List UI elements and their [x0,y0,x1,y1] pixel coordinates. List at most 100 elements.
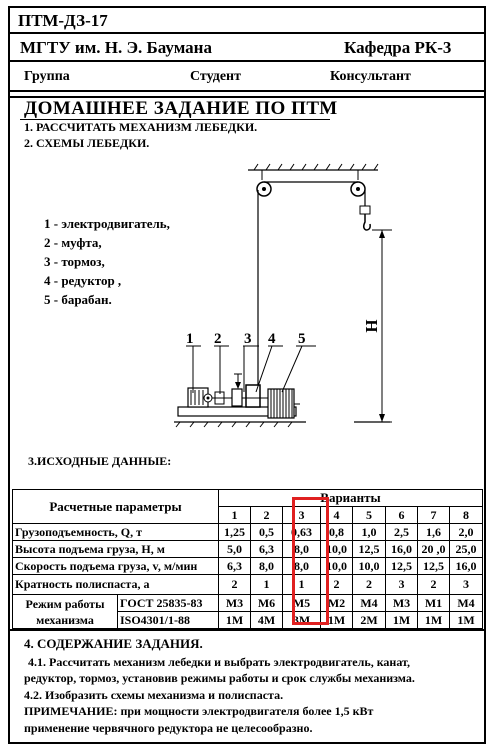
table-cell: М3 [385,594,418,612]
floor-line [174,421,390,428]
table-cell: 4М [250,611,283,629]
component-legend: 1 - электродвигатель, 2 - муфта, 3 - тор… [44,214,170,309]
table-cell: М4 [352,594,386,612]
legend-item: 5 - барабан. [44,292,112,307]
table-cell: 16,0 [385,540,418,558]
table-cell: 25,0 [449,540,483,558]
page-title: ДОМАШНЕЕ ЗАДАНИЕ ПО ПТМ [24,98,338,119]
table-cell: 16,0 [449,557,483,575]
table-cell: 5,0 [218,540,251,558]
document-code: ПТМ-ДЗ-17 [18,11,108,30]
table-row: Кратность полиспаста, a 2 1 1 2 2 3 2 3 [12,574,483,595]
table-cell: 20 ,0 [417,540,450,558]
legend-item: 4 - редуктор , [44,273,122,288]
table-bottom-rule [10,629,484,631]
callout-leaders [186,345,316,394]
callout-1: 1 [186,331,194,347]
mode-label: Режим работы механизма [12,594,118,629]
table-cell: 0,5 [250,523,283,541]
row-label: Кратность полиспаста, a [12,574,219,595]
table-cell: М6 [250,594,283,612]
hook-icon [359,205,371,231]
table-cell: 1,6 [417,523,450,541]
section4-line: 4.1. Рассчитать механизм лебедки и выбра… [28,654,411,669]
table-cell: М1 [417,594,450,612]
table-cell: 3 [449,574,483,595]
header-university-row: МГТУ им. Н. Э. Баумана Кафедра РК-3 [10,34,484,62]
table-cell: 1М [449,611,483,629]
winch-schematic: H [174,163,392,428]
table-cell: 6,3 [250,540,283,558]
legend-item: 3 - тормоз, [44,254,105,269]
table-cell: 0,63 [282,523,321,541]
section4-title: 4. СОДЕРЖАНИЕ ЗАДАНИЯ. [24,636,203,651]
table-cell: 3 [385,574,418,595]
section4-note: применение червячного редуктора не целес… [24,720,313,735]
table-cell: 2 [218,574,251,595]
table-cell: 12,5 [417,557,450,575]
variant-number: 2 [250,506,283,524]
table-cell: 2,0 [449,523,483,541]
table-cell: 2 [417,574,450,595]
table-cell: 2,5 [385,523,418,541]
table-cell: 2М [352,611,386,629]
variant-numbers-row: 1 2 3 4 5 6 7 8 [13,506,483,524]
params-header: Расчетные параметры [12,489,219,524]
callout-5: 5 [298,331,306,347]
table-header-row: Расчетные параметры Варианты [12,489,483,524]
variant-number: 7 [417,506,450,524]
table-row: Высота подъема груза, H, м 5,0 6,3 8,0 1… [12,540,483,558]
table-row: Режим работы механизма ГОСТ 25835-83 М3 … [12,594,483,629]
student-label: Студент [190,69,241,84]
university-name: МГТУ им. Н. Э. Баумана [20,38,212,57]
assignment-content: 4. СОДЕРЖАНИЕ ЗАДАНИЯ. 4.1. Рассчитать м… [24,636,415,736]
table-cell: 2 [352,574,386,595]
left-pulley [256,170,272,197]
standard-label: ГОСТ 25835-83 [117,594,219,612]
callout-2: 2 [214,331,222,347]
parameters-table: Расчетные параметры Варианты 1 2 3 4 5 6… [12,489,483,629]
header-code-row: ПТМ-ДЗ-17 [10,8,484,34]
department-name: Кафедра РК-3 [344,38,452,57]
variant-number: 5 [352,506,386,524]
task-item-2: 2. СХЕМЫ ЛЕБЕДКИ. [24,136,150,150]
table-cell: М3 [218,594,251,612]
header-people-row: Группа Студент Консультант [10,62,484,92]
table-cell: 12,5 [385,557,418,575]
table-cell: 1 [250,574,283,595]
initial-data-title: 3.ИСХОДНЫЕ ДАННЫЕ: [28,454,172,468]
table-cell: 10,0 [352,557,386,575]
legend-item: 2 - муфта, [44,235,102,250]
table-cell: 1,25 [218,523,251,541]
callout-4: 4 [268,331,276,347]
spacer-row [10,92,484,98]
table-cell: 8,0 [250,557,283,575]
right-pulley [350,170,366,197]
table-row: Грузоподъемность, Q, т 1,25 0,5 0,63 0,8… [12,523,483,541]
variant-number: 8 [449,506,483,524]
table-cell: 1,0 [352,523,386,541]
legend-item: 1 - электродвигатель, [44,216,170,231]
task-item-1: 1. РАССЧИТАТЬ МЕХАНИЗМ ЛЕБЕДКИ. [24,120,258,134]
table-cell: 12,5 [352,540,386,558]
table-row: Скорость подъема груза, v, м/мин 6,3 8,0… [12,557,483,575]
coupling [212,391,232,405]
assignment-sheet: ПТМ-ДЗ-17 МГТУ им. Н. Э. Баумана Кафедра… [8,6,486,744]
table-cell: М4 [449,594,483,612]
brake [231,373,243,407]
electric-motor [187,387,213,408]
variant-number: 1 [218,506,251,524]
section4-note: ПРИМЕЧАНИЕ: при мощности электродвигател… [24,704,374,718]
table-cell: 1М [385,611,418,629]
mode-label-line: Режим работы [25,596,105,611]
section4-line: 4.2. Изобразить схемы механизма и полисп… [24,687,284,702]
hoist-rope [257,181,366,391]
ceiling-support [248,163,379,171]
base-frame [177,406,297,417]
standard-label: ISO4301/1-88 [117,611,219,629]
highlighted-variant-frame [292,497,329,625]
table-cell: М5 [282,594,321,612]
drum [267,388,300,419]
height-label: H [362,319,381,332]
reducer [242,384,268,408]
